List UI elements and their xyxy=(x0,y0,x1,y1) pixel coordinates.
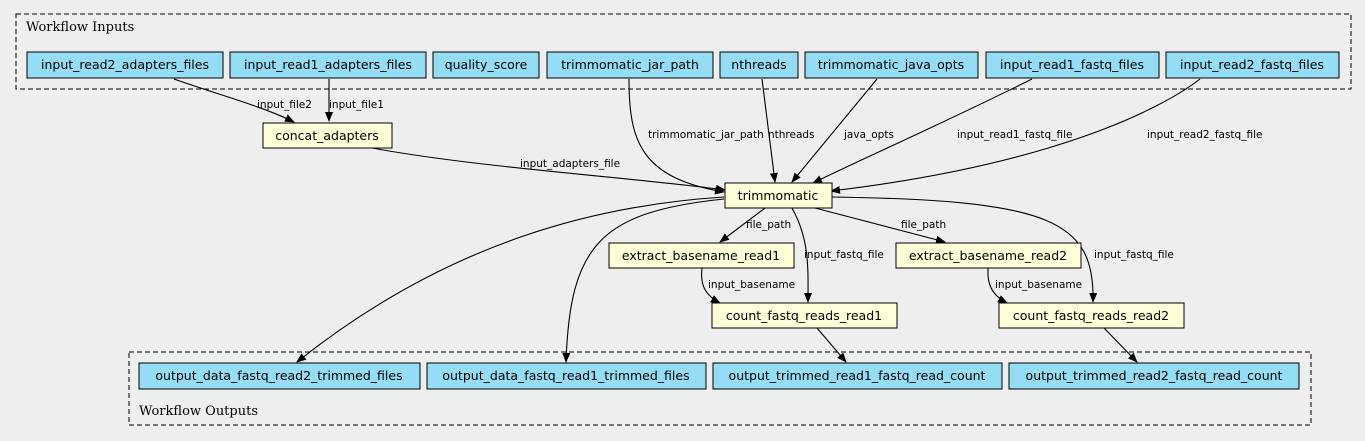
edge-label-trimmomatic-jar-path: trimmomatic_jar_path xyxy=(648,129,764,141)
edge-extract2-count2 xyxy=(987,267,1008,304)
node-extract-basename-read1[interactable]: extract_basename_read1 xyxy=(608,242,795,269)
node-label: extract_basename_read1 xyxy=(622,248,780,263)
edge-label-input-basename-2: input_basename xyxy=(995,279,1082,291)
node-extract-basename-read2[interactable]: extract_basename_read2 xyxy=(895,242,1082,269)
edge-trim-out-r1trimmed xyxy=(562,198,725,363)
edge-trim-count1 xyxy=(791,207,813,303)
input-nodes: input_read2_adapters_files input_read1_a… xyxy=(26,51,1340,79)
node-count-fastq-reads-read1[interactable]: count_fastq_reads_read1 xyxy=(711,302,898,329)
edge-label-input-fastq-file-2: input_fastq_file xyxy=(1094,249,1174,261)
node-label: input_read2_adapters_files xyxy=(41,57,209,72)
edge-trim-out-r2trimmed xyxy=(296,196,725,363)
edge-count1-out xyxy=(816,327,847,363)
node-label: count_fastq_reads_read1 xyxy=(726,308,882,323)
node-label: output_trimmed_read1_fastq_read_count xyxy=(729,368,986,383)
node-output-read2-trimmed-files[interactable]: output_data_fastq_read2_trimmed_files xyxy=(138,362,421,390)
node-label: nthreads xyxy=(731,57,786,72)
node-concat-adapters[interactable]: concat_adapters xyxy=(262,122,393,149)
node-label: trimmomatic_jar_path xyxy=(561,57,699,72)
edge-label-input-fastq-file-1: input_fastq_file xyxy=(804,249,884,261)
node-label: quality_score xyxy=(445,57,528,72)
node-label: trimmomatic xyxy=(738,188,819,203)
output-nodes: output_data_fastq_read2_trimmed_files ou… xyxy=(138,362,1300,390)
outputs-cluster-border xyxy=(128,351,1312,426)
edge-count2-out xyxy=(1103,327,1138,363)
node-output-read1-count[interactable]: output_trimmed_read1_fastq_read_count xyxy=(712,362,1003,390)
node-output-read2-count[interactable]: output_trimmed_read2_fastq_read_count xyxy=(1008,362,1300,390)
edge-r2fastq-trimmomatic xyxy=(830,78,1201,194)
node-output-read1-trimmed-files[interactable]: output_data_fastq_read1_trimmed_files xyxy=(426,362,707,390)
node-quality-score[interactable]: quality_score xyxy=(432,51,540,79)
edge-labels: input_file2 input_file1 input_adapters_f… xyxy=(257,99,1262,291)
node-label: input_read1_adapters_files xyxy=(244,57,412,72)
node-trimmomatic-jar-path[interactable]: trimmomatic_jar_path xyxy=(546,51,714,79)
node-trimmomatic-java-opts[interactable]: trimmomatic_java_opts xyxy=(804,51,979,79)
workflow-inputs-cluster: Workflow Inputs xyxy=(15,13,1352,90)
node-input-read1-adapters-files[interactable]: input_read1_adapters_files xyxy=(229,51,427,79)
edge-jarpath-trimmomatic xyxy=(628,78,725,195)
edge-label-nthreads: nthreads xyxy=(768,129,815,141)
node-label: extract_basename_read2 xyxy=(909,248,1067,263)
node-input-read1-fastq-files[interactable]: input_read1_fastq_files xyxy=(985,51,1160,79)
edge-label-java-opts: java_opts xyxy=(843,129,894,141)
edge-r2adapters-concat xyxy=(173,78,295,123)
inputs-cluster-border xyxy=(15,13,1352,90)
node-label: output_data_fastq_read2_trimmed_files xyxy=(155,368,402,383)
step-nodes: concat_adapters trimmomatic extract_base… xyxy=(262,122,1185,329)
edge-label-input-file2: input_file2 xyxy=(257,99,312,111)
edge-label-input-read2-fastq-file: input_read2_fastq_file xyxy=(1147,129,1262,141)
edge-label-file-path-2: file_path xyxy=(901,219,946,231)
node-label: output_data_fastq_read1_trimmed_files xyxy=(442,368,689,383)
node-label: concat_adapters xyxy=(275,128,379,143)
inputs-cluster-label: Workflow Inputs xyxy=(26,20,134,35)
node-label: trimmomatic_java_opts xyxy=(818,57,964,72)
node-label: input_read2_fastq_files xyxy=(1180,57,1324,72)
node-input-read2-adapters-files[interactable]: input_read2_adapters_files xyxy=(26,51,224,79)
node-nthreads[interactable]: nthreads xyxy=(719,51,799,79)
edge-trim-extract1 xyxy=(719,207,766,243)
workflow-outputs-cluster: Workflow Outputs xyxy=(128,351,1312,426)
edge-javaopts-trimmomatic xyxy=(791,78,878,183)
edge-label-file-path-1: file_path xyxy=(746,219,791,231)
node-input-read2-fastq-files[interactable]: input_read2_fastq_files xyxy=(1165,51,1340,79)
node-label: count_fastq_reads_read2 xyxy=(1013,308,1169,323)
edge-nthreads-trimmomatic xyxy=(761,78,778,183)
node-label: output_trimmed_read2_fastq_read_count xyxy=(1026,368,1283,383)
edge-trim-count2 xyxy=(830,196,1098,303)
edge-r1fastq-trimmomatic xyxy=(812,78,1033,184)
edge-label-input-basename-1: input_basename xyxy=(708,279,795,291)
node-trimmomatic[interactable]: trimmomatic xyxy=(724,182,833,209)
edge-extract1-count1 xyxy=(701,267,721,304)
edge-label-input-file1: input_file1 xyxy=(329,99,384,111)
edge-label-input-adapters-file: input_adapters_file xyxy=(520,158,620,170)
edge-label-input-read1-fastq-file: input_read1_fastq_file xyxy=(957,129,1072,141)
outputs-cluster-label: Workflow Outputs xyxy=(139,404,258,419)
node-label: input_read1_fastq_files xyxy=(1000,57,1144,72)
edge-concat-trimmomatic xyxy=(371,147,726,193)
edges xyxy=(173,78,1201,363)
node-count-fastq-reads-read2[interactable]: count_fastq_reads_read2 xyxy=(998,302,1185,329)
edge-trim-extract2 xyxy=(814,207,946,244)
